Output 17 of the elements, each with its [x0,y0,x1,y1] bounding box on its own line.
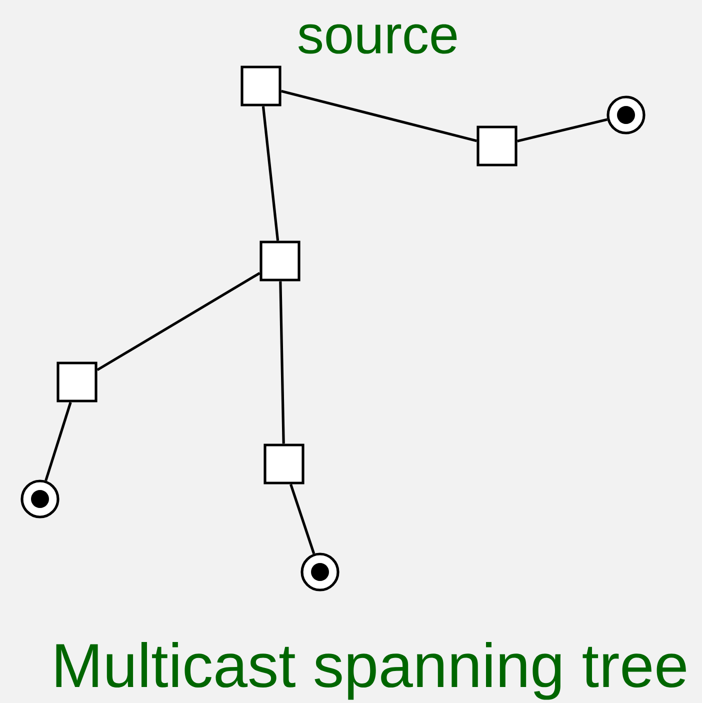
host-circle [300,552,340,592]
router-box [476,126,518,166]
host-circle [20,480,60,518]
caption: Multicast spanning tree [56,642,686,700]
connector-line [517,118,608,142]
router-box [240,66,282,106]
router-box [56,362,98,402]
host-circle [606,96,646,134]
node-label: source [298,24,457,54]
connector-line [44,402,72,481]
connector-line [280,90,478,142]
connector-line [96,272,260,372]
connector-line [279,281,285,444]
router-box [260,240,300,282]
connector-line [262,106,280,241]
connector-line [290,484,316,554]
router-box [264,444,304,484]
